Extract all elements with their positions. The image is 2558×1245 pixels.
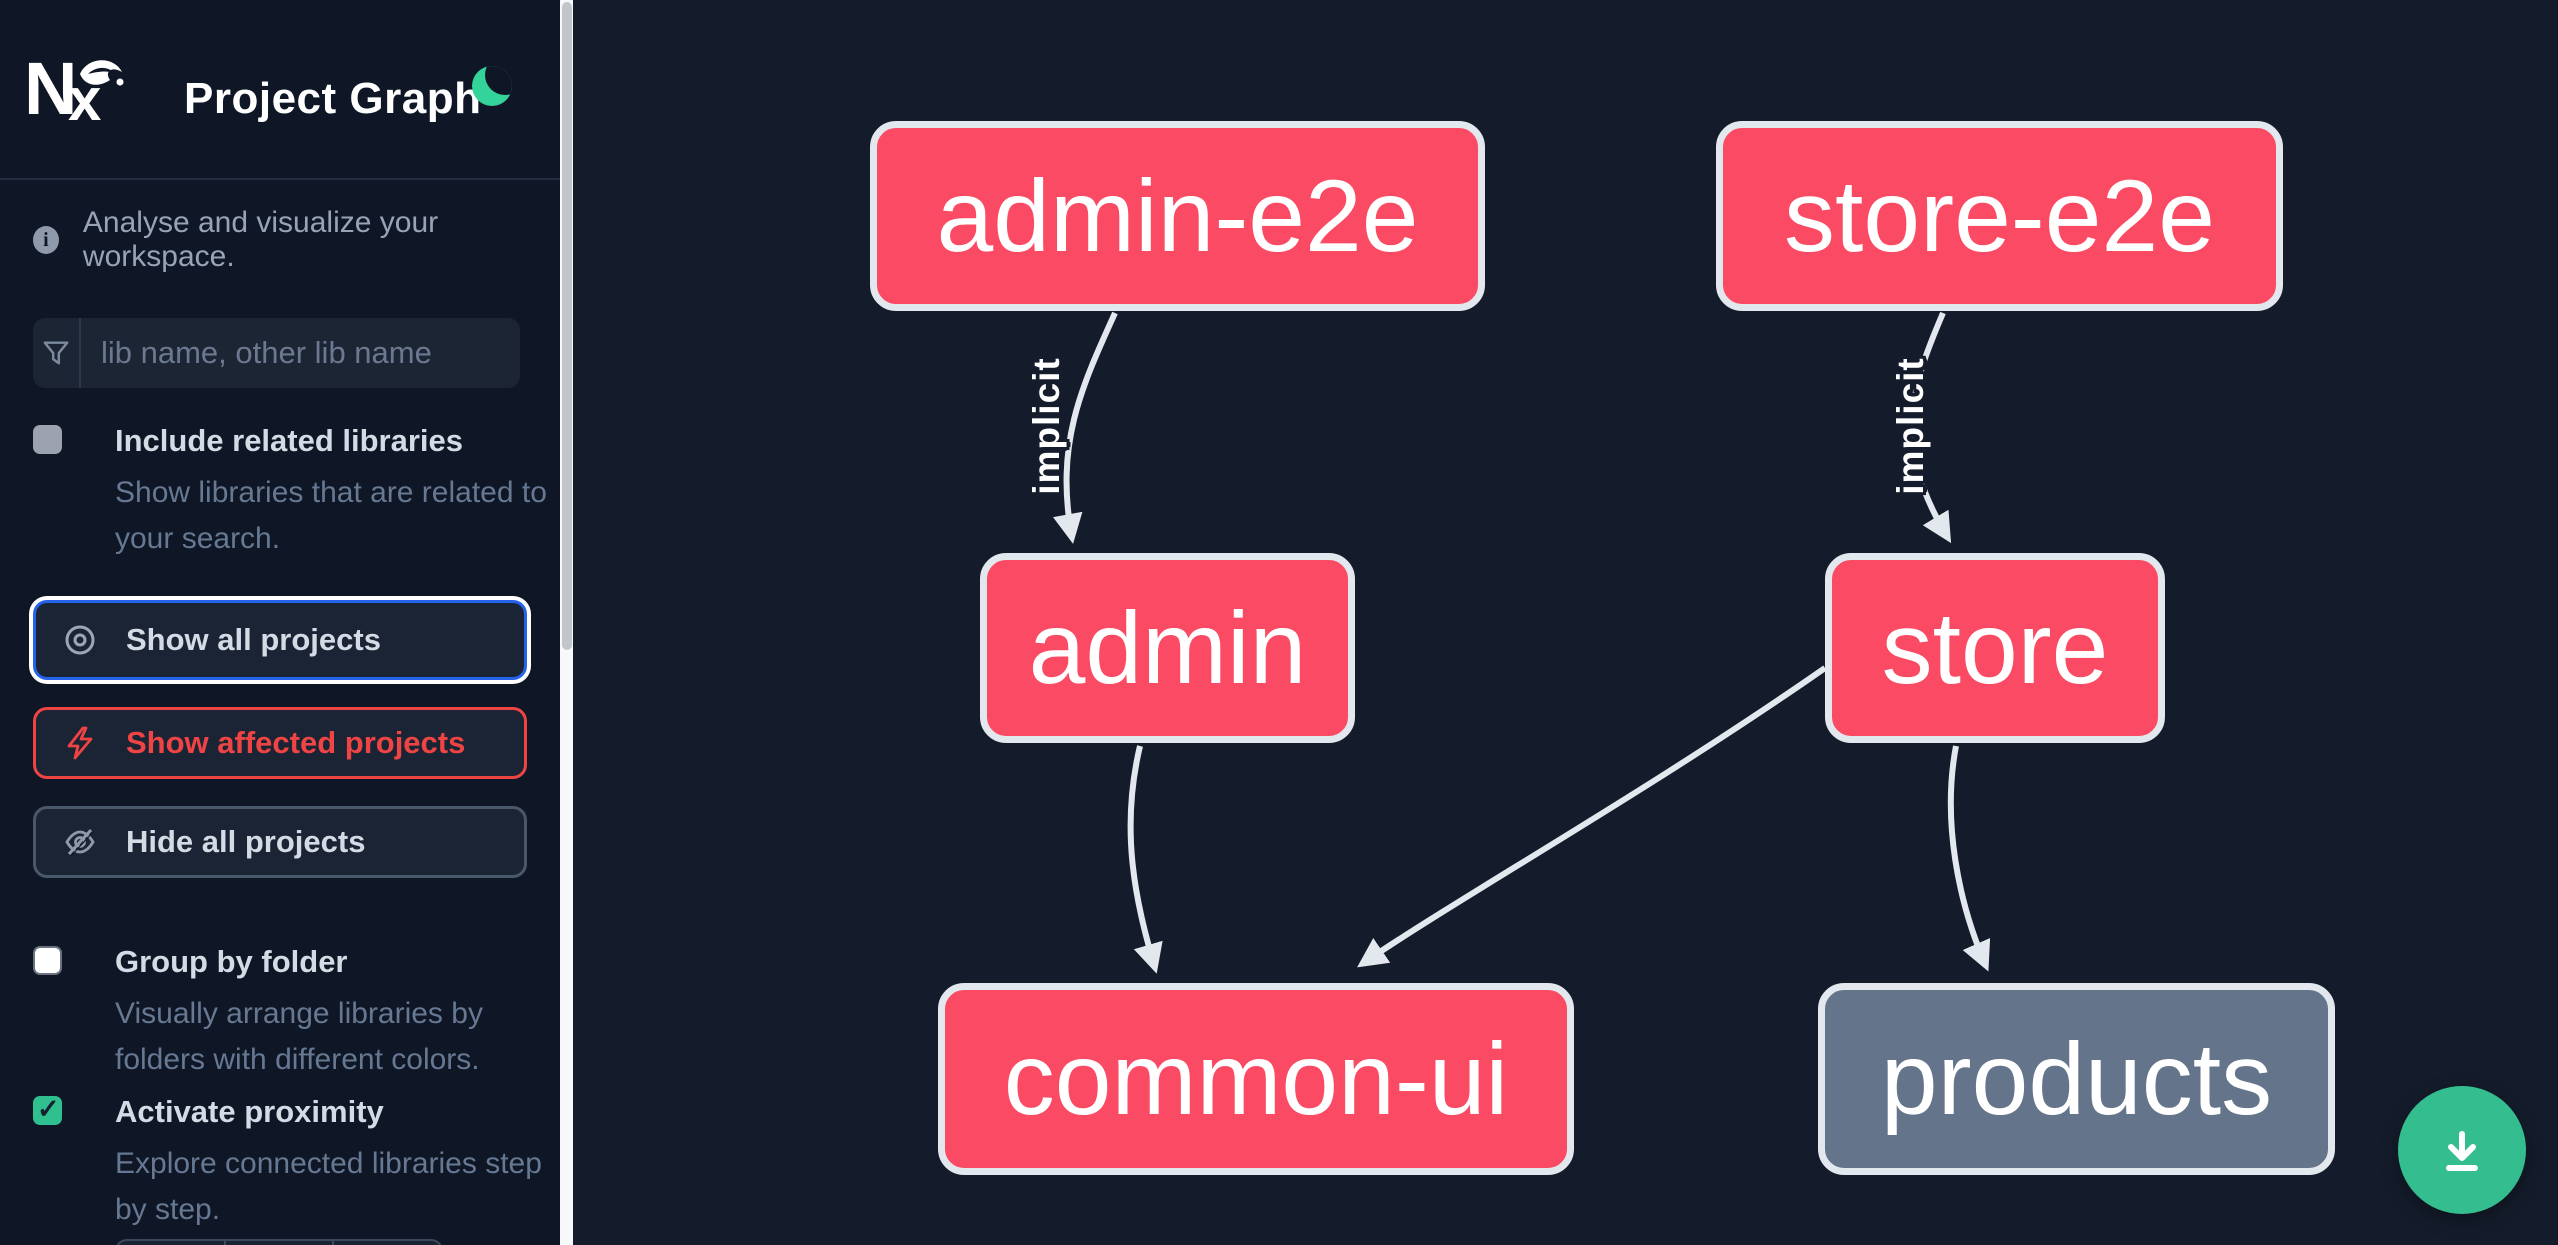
info-icon: i: [33, 226, 59, 254]
include-related-checkbox[interactable]: [33, 425, 62, 454]
tagline-text: Analyse and visualize your workspace.: [82, 206, 439, 273]
node-store-e2e[interactable]: store-e2e: [1716, 121, 2283, 311]
hide-all-projects-button[interactable]: Hide all projects: [33, 806, 527, 878]
sidebar-scrollbar-thumb[interactable]: [561, 2, 572, 650]
group-by-folder-checkbox[interactable]: [33, 946, 62, 975]
download-graph-button[interactable]: [2398, 1086, 2526, 1214]
eye-circle-icon: [65, 625, 95, 655]
edge-label-implicit-admin: implicit: [1026, 357, 1067, 495]
group-by-folder-desc: Visually arrange libraries by folders wi…: [115, 997, 483, 1076]
project-filter-searchbox: [33, 318, 520, 388]
download-icon: [2446, 1131, 2478, 1171]
eye-off-icon: [65, 828, 95, 857]
activate-proximity-desc: Explore connected libraries step by step…: [115, 1147, 542, 1226]
show-affected-projects-button[interactable]: Show affected projects: [33, 707, 527, 779]
sidebar-scrollbar-track[interactable]: [560, 0, 573, 1245]
include-related-desc: Show libraries that are related to your …: [115, 476, 547, 555]
page-title: Project Graph: [184, 74, 482, 123]
activate-proximity-label: Activate proximity: [115, 1094, 384, 1129]
header-divider: [0, 178, 560, 180]
show-affected-projects-label: Show affected projects: [126, 725, 466, 760]
option-include-related: Include related libraries Show libraries…: [33, 425, 593, 562]
node-common-ui[interactable]: common-ui: [938, 983, 1574, 1175]
show-all-projects-button[interactable]: Show all projects: [33, 600, 527, 680]
node-admin[interactable]: admin: [980, 553, 1355, 743]
filter-funnel-icon: [33, 318, 81, 388]
search-input[interactable]: [81, 318, 520, 388]
node-products[interactable]: products: [1818, 983, 2335, 1175]
show-all-projects-label: Show all projects: [126, 622, 381, 657]
nx-logo: N x: [28, 52, 124, 124]
edge-label-implicit-store: implicit: [1890, 357, 1931, 495]
theme-toggle-moon-icon[interactable]: [472, 66, 512, 106]
node-store[interactable]: store: [1825, 553, 2165, 743]
proximity-depth-stepper-partial[interactable]: [115, 1239, 443, 1245]
hide-all-projects-label: Hide all projects: [126, 824, 366, 859]
option-group-by-folder: Group by folder Visually arrange librari…: [33, 946, 545, 1083]
group-by-folder-label: Group by folder: [115, 944, 348, 979]
svg-text:N: N: [28, 52, 77, 124]
stepper-segment[interactable]: [226, 1241, 335, 1245]
node-admin-e2e[interactable]: admin-e2e: [870, 121, 1485, 311]
stepper-segment[interactable]: [334, 1241, 441, 1245]
stepper-segment[interactable]: [117, 1241, 226, 1245]
lightning-bolt-icon: [67, 726, 93, 760]
sidebar: N x Project Graph i Analyse and visualiz…: [0, 0, 560, 1245]
option-activate-proximity: Activate proximity Explore connected lib…: [33, 1094, 575, 1233]
include-related-label: Include related libraries: [115, 423, 464, 458]
tagline-row: i Analyse and visualize your workspace.: [33, 206, 560, 274]
activate-proximity-checkbox[interactable]: [33, 1094, 62, 1125]
